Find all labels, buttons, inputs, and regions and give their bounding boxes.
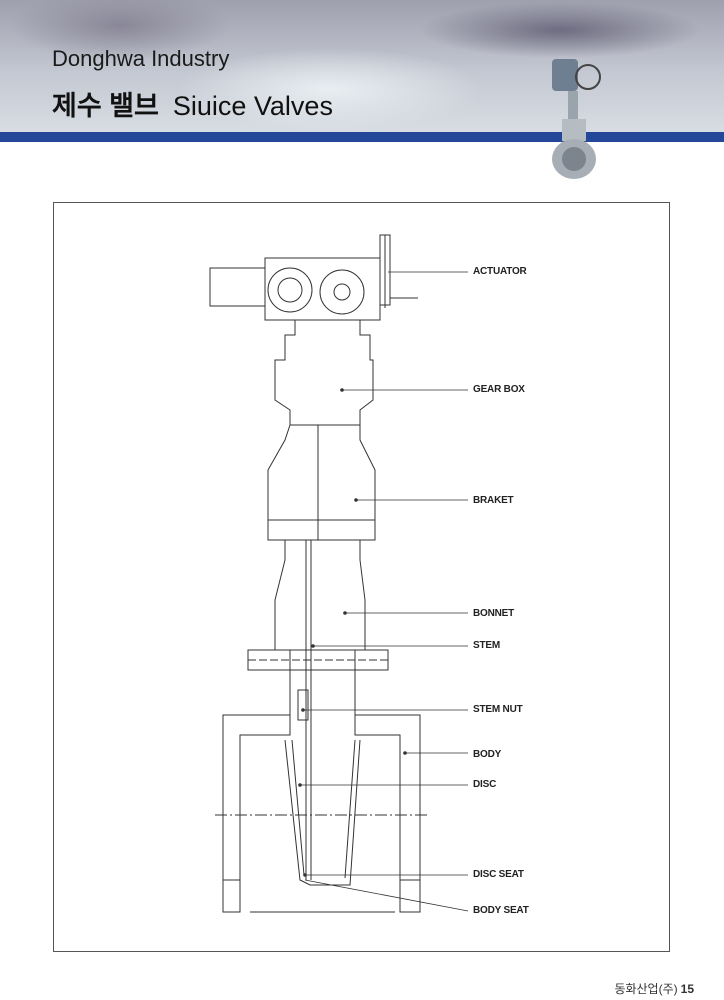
header-banner: [0, 0, 724, 132]
page-number: 15: [680, 982, 694, 996]
actuator-drawing: [209, 234, 418, 321]
title-korean: 제수 밸브: [52, 91, 159, 121]
label-bonnet: BONNET: [473, 608, 515, 619]
valve-photo: [552, 59, 601, 179]
label-actuator: ACTUATOR: [473, 266, 527, 277]
label-body-seat: BODY SEAT: [473, 905, 529, 916]
header-band: [0, 132, 724, 142]
label-disc: DISC: [473, 779, 497, 790]
label-body: BODY: [473, 749, 502, 760]
page-title: 제수 밸브 Siuice Valves: [52, 84, 333, 123]
label-stem-nut: STEM NUT: [473, 704, 523, 715]
diagram-frame: [53, 202, 670, 952]
title-english: Siuice Valves: [172, 91, 333, 121]
brand-name: Donghwa Industry: [52, 46, 230, 71]
label-braket: BRAKET: [473, 495, 514, 506]
footer: 동화산업(주)15: [614, 980, 694, 997]
label-disc-seat: DISC SEAT: [473, 869, 524, 880]
footer-company: 동화산업(주): [614, 982, 678, 996]
label-gear-box: GEAR BOX: [473, 384, 525, 395]
label-stem: STEM: [473, 640, 500, 651]
